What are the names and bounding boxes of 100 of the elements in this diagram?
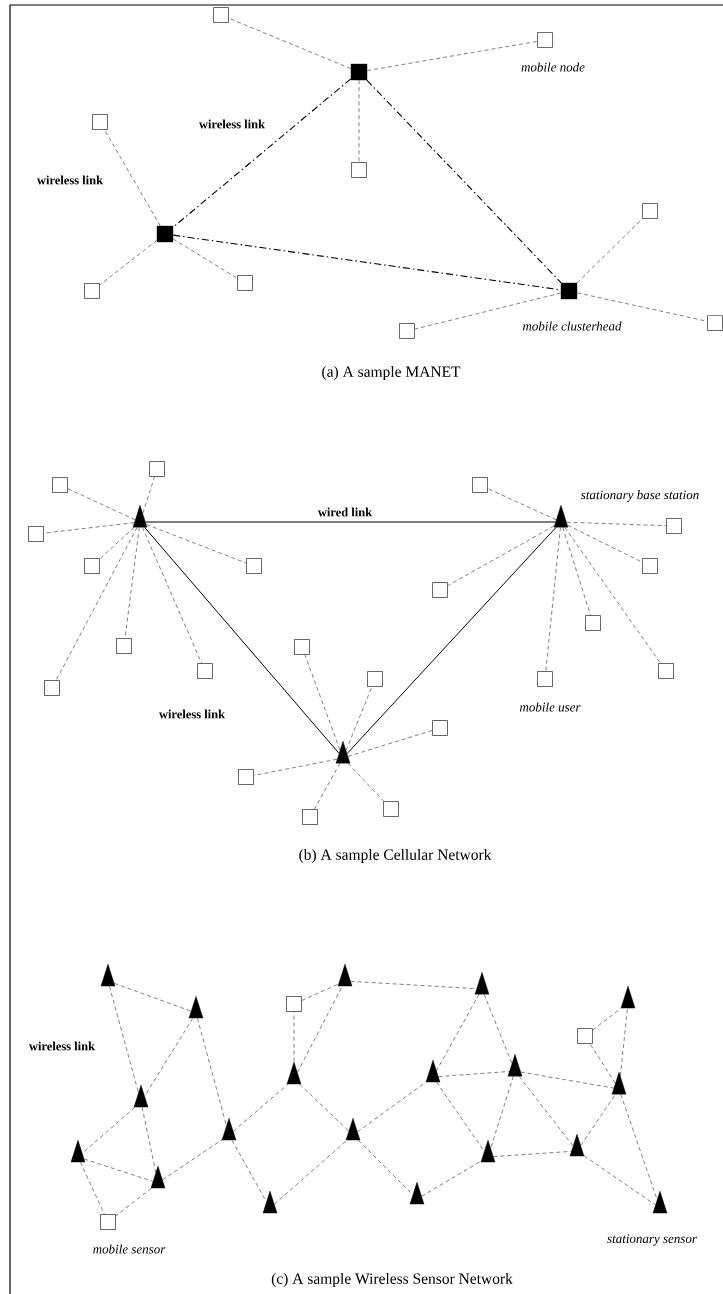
link-line [172, 238, 238, 279]
node-caption: mobile clusterhead [522, 321, 622, 331]
link-line [421, 1160, 482, 1197]
triangle-node [221, 1117, 237, 1141]
triangle-node [507, 1053, 523, 1077]
node-caption: mobile node [521, 62, 585, 72]
link-line [366, 79, 562, 284]
square-node [642, 558, 658, 574]
square-node [28, 526, 44, 542]
link-line [347, 763, 384, 802]
panel-caption: (b) A sample Cellular Network [299, 849, 492, 864]
link-line [436, 994, 480, 1071]
square-node [238, 769, 254, 785]
square-node [213, 7, 229, 23]
square-node [432, 582, 448, 598]
triangle-node [569, 1133, 585, 1157]
link-label: wireless link [37, 175, 103, 185]
square-node [92, 114, 108, 130]
filled-square-node [350, 63, 368, 81]
link-line [314, 763, 341, 810]
link-line [304, 654, 341, 751]
square-node [246, 558, 262, 574]
link-line [297, 986, 343, 1073]
triangle-node [480, 1139, 496, 1163]
square-node [537, 671, 553, 687]
link-line [592, 1008, 622, 1031]
link-line [545, 527, 561, 672]
link-line [518, 1076, 574, 1147]
triangle-node [611, 1071, 627, 1095]
link-line [580, 1094, 616, 1146]
link-line [67, 488, 136, 520]
link-line [620, 1094, 658, 1200]
square-node [302, 809, 318, 825]
link-label: wireless link [29, 1041, 95, 1051]
square-node [707, 315, 723, 331]
square-node [472, 477, 488, 493]
link-line [231, 1140, 267, 1202]
link-line [346, 526, 557, 755]
link-line [438, 1071, 510, 1077]
square-node [383, 801, 399, 817]
triangle-node [409, 1181, 425, 1205]
link-line [82, 1107, 136, 1154]
triangle-node [70, 1139, 86, 1163]
triangle-node [553, 504, 569, 528]
link-line [366, 41, 538, 71]
link-line [104, 129, 161, 227]
link-line [99, 240, 158, 286]
filled-square-node [156, 225, 174, 243]
link-line [567, 525, 643, 563]
square-node [44, 680, 60, 696]
triangle-node [425, 1059, 441, 1083]
square-node [237, 275, 253, 291]
link-line [197, 1018, 227, 1126]
link-line [347, 730, 433, 757]
triangle-node [474, 971, 490, 995]
link-line [228, 18, 352, 69]
link-line [493, 1151, 572, 1157]
link-line [99, 527, 135, 560]
link-line [253, 758, 338, 776]
square-node [577, 1028, 593, 1044]
node-caption: stationary base station [580, 490, 699, 502]
square-node [294, 639, 310, 655]
triangle-node [100, 963, 116, 987]
triangle-node [286, 1061, 302, 1085]
link-line [620, 1008, 628, 1077]
triangle-node [188, 995, 204, 1019]
triangle-node [652, 1190, 668, 1214]
link-line [80, 1162, 105, 1215]
link-line [414, 292, 562, 330]
link-line [146, 524, 247, 564]
link-line [299, 1084, 349, 1132]
link-label: wireless link [159, 709, 225, 719]
link-line [162, 1139, 223, 1181]
link-line [487, 488, 557, 521]
triangle-node [337, 963, 353, 987]
square-node [116, 638, 132, 654]
link-line [345, 686, 373, 751]
node-caption: mobile user [519, 702, 581, 712]
panel-caption: (a) A sample MANET [322, 366, 461, 381]
square-node [367, 671, 383, 687]
link-line [490, 1076, 514, 1149]
square-node [149, 461, 165, 477]
square-node [537, 32, 553, 48]
link-line [141, 1107, 157, 1173]
triangle-node [620, 985, 636, 1009]
triangle-node [335, 740, 351, 764]
link-line [142, 476, 155, 514]
link-line [583, 1155, 656, 1206]
link-line [109, 986, 139, 1093]
link-line [564, 527, 661, 664]
link-line [520, 1071, 614, 1089]
link-line [55, 527, 138, 681]
triangle-node [345, 1117, 361, 1141]
link-line [144, 1018, 193, 1097]
square-node [286, 996, 302, 1012]
square-node [642, 203, 658, 219]
link-line [357, 1082, 426, 1132]
link-line [358, 79, 360, 163]
square-node [84, 558, 100, 574]
link-line [483, 994, 513, 1064]
